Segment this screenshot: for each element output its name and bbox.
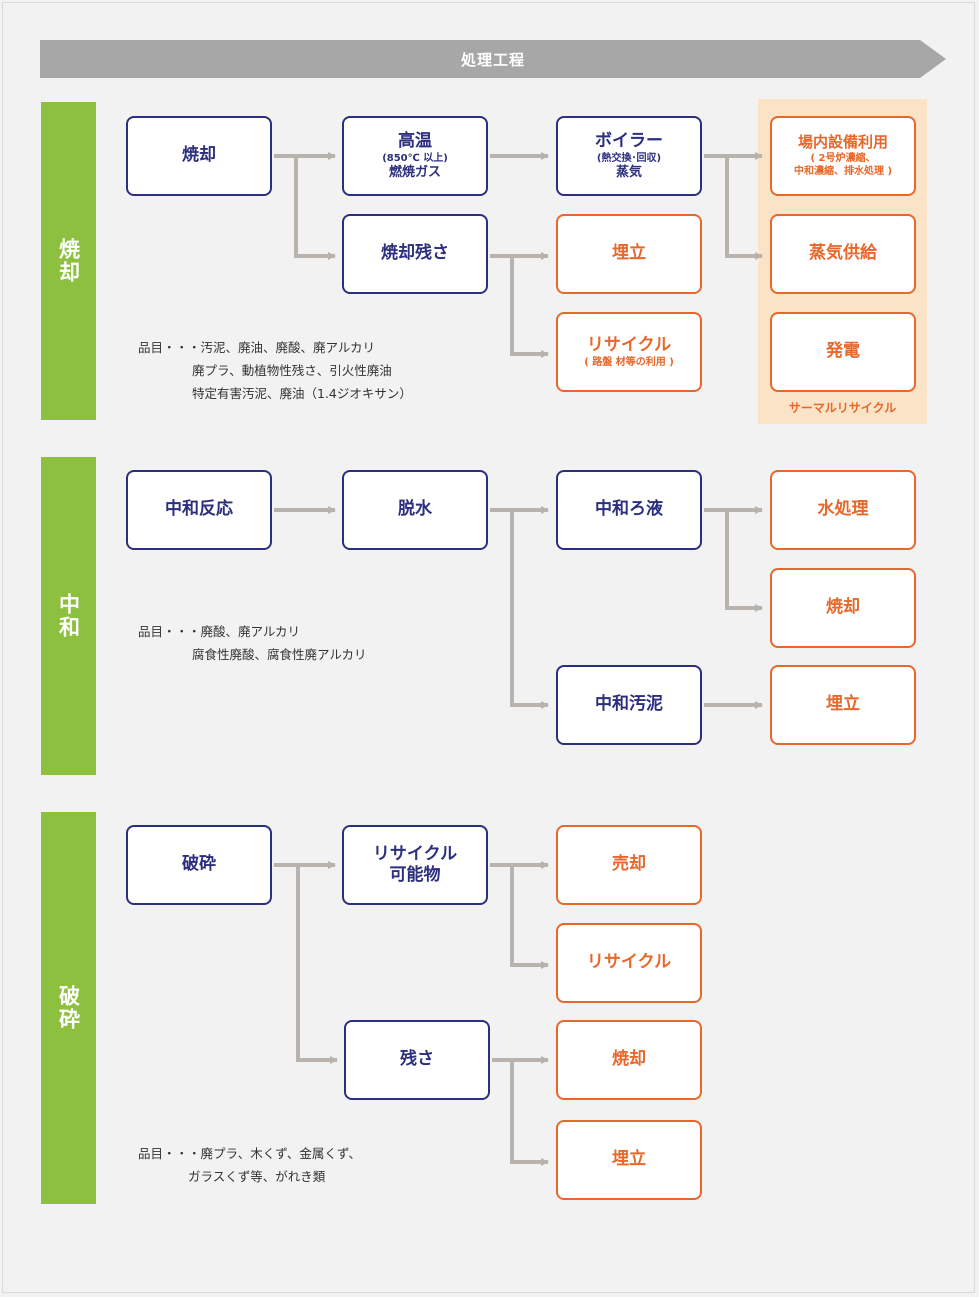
items-incineration-line-2: 廃プラ、動植物性残さ、引火性廃油: [192, 363, 392, 378]
node-neutralized-sludge-title: 中和汚泥: [595, 694, 663, 715]
node-recyclable-title2: 可能物: [389, 865, 441, 885]
node-neutralization-burn: 焼却: [770, 568, 916, 648]
node-incineration-residue: 焼却残さ: [342, 214, 488, 294]
node-hot-gas-title: 高温: [398, 130, 432, 151]
node-hot-gas: 高温 (850℃ 以上) 燃焼ガス: [342, 116, 488, 196]
node-onsite-use-sub2: 中和濃縮、排水処理 ): [793, 166, 893, 178]
band-neutralization: 中和: [41, 457, 96, 775]
items-neutralization-line-2: 腐食性廃酸、腐食性廃アルカリ: [192, 647, 367, 662]
node-sale: 売却: [556, 825, 702, 905]
node-incineration-recycle-sub: ( 路盤 材等の利用 ): [584, 356, 674, 368]
node-dewatering: 脱水: [342, 470, 488, 550]
arrow-residue-recycle: [510, 256, 549, 358]
node-recyclable-title: リサイクル: [372, 843, 458, 864]
items-incineration-line-1: 品目・・・汚泥、廃油、廃酸、廃アルカリ: [138, 340, 376, 355]
arrow-boiler-steam: [725, 156, 763, 260]
band-crushing-label: 破砕: [56, 985, 81, 1031]
node-incineration-title: 焼却: [182, 145, 216, 166]
node-water-treatment: 水処理: [770, 470, 916, 550]
items-neutralization-line-1: 品目・・・廃酸、廃アルカリ: [138, 624, 301, 639]
node-hot-gas-sub: (850℃ 以上): [382, 152, 448, 164]
band-neutralization-label: 中和: [56, 593, 81, 639]
node-crushing-title: 破砕: [182, 854, 216, 875]
node-crushing-recycle: リサイクル: [556, 923, 702, 1003]
node-neutralized-filtrate: 中和ろ液: [556, 470, 702, 550]
arrow-burn-residue: [294, 156, 336, 260]
node-incineration-landfill-title: 埋立: [612, 243, 646, 264]
node-crushing-landfill-title: 埋立: [612, 1149, 646, 1170]
node-onsite-use-sub: ( 2号炉濃縮、: [810, 152, 876, 164]
node-neutralization-landfill: 埋立: [770, 665, 916, 745]
items-incineration: 品目・・・汚泥、廃油、廃酸、廃アルカリ 廃プラ、動植物性残さ、引火性廃油 特定有…: [138, 336, 412, 405]
node-steam-supply-title: 蒸気供給: [809, 243, 877, 264]
node-neutralization-reaction-title: 中和反応: [165, 499, 233, 520]
node-power-generation-title: 発電: [826, 341, 860, 362]
node-sale-title: 売却: [612, 854, 646, 875]
node-neutralized-sludge: 中和汚泥: [556, 665, 702, 745]
process-header-title: 処理工程: [460, 50, 525, 69]
thermal-recycle-label: サーマルリサイクル: [788, 401, 897, 415]
node-incineration-residue-title: 焼却残さ: [381, 243, 449, 264]
node-incineration-landfill: 埋立: [556, 214, 702, 294]
arrow-crush-residue: [296, 865, 338, 1064]
node-crushing-recycle-title: リサイクル: [586, 952, 672, 973]
node-onsite-use-title: 場内設備利用: [797, 133, 888, 152]
items-crushing-line-2: ガラスくず等、がれき類: [188, 1169, 326, 1184]
band-incineration-label: 焼却: [56, 238, 81, 284]
node-incineration-recycle: リサイクル ( 路盤 材等の利用 ): [556, 312, 702, 392]
node-boiler-title: ボイラー: [595, 130, 663, 151]
items-crushing-line-1: 品目・・・廃プラ、木くず、金属くず、: [138, 1146, 362, 1161]
band-incineration: 焼却: [41, 102, 96, 420]
items-neutralization: 品目・・・廃酸、廃アルカリ 腐食性廃酸、腐食性廃アルカリ: [138, 620, 367, 666]
node-onsite-use: 場内設備利用 ( 2号炉濃縮、 中和濃縮、排水処理 ): [770, 116, 916, 196]
node-neutralization-landfill-title: 埋立: [826, 694, 860, 715]
node-neutralization-reaction: 中和反応: [126, 470, 272, 550]
node-water-treatment-title: 水処理: [817, 499, 869, 520]
node-crushing-residue: 残さ: [344, 1020, 490, 1100]
node-recyclable: リサイクル 可能物: [342, 825, 488, 905]
node-dewatering-title: 脱水: [398, 499, 432, 520]
arrow-filtrate-burn: [725, 510, 763, 612]
node-crushing: 破砕: [126, 825, 272, 905]
node-crushing-residue-title: 残さ: [400, 1049, 434, 1070]
node-neutralization-burn-title: 焼却: [826, 597, 860, 618]
items-crushing: 品目・・・廃プラ、木くず、金属くず、 ガラスくず等、がれき類: [138, 1142, 361, 1188]
node-crushing-burn: 焼却: [556, 1020, 702, 1100]
arrow-recyclable-recycle: [510, 865, 549, 969]
node-neutralized-filtrate-title: 中和ろ液: [595, 499, 663, 520]
process-header: 処理工程: [40, 40, 946, 78]
node-power-generation: 発電: [770, 312, 916, 392]
node-hot-gas-title2: 燃焼ガス: [388, 165, 441, 181]
node-incineration: 焼却: [126, 116, 272, 196]
node-boiler-sub: (熱交換･回収): [596, 152, 662, 164]
arrow-residue-landfill2: [510, 1060, 549, 1166]
node-incineration-recycle-title: リサイクル: [586, 334, 672, 355]
arrow-dewater-sludge: [510, 510, 549, 709]
node-crushing-landfill: 埋立: [556, 1120, 702, 1200]
band-crushing: 破砕: [41, 812, 96, 1204]
items-incineration-line-3: 特定有害汚泥、廃油（1.4ジオキサン）: [192, 386, 412, 401]
node-steam-supply: 蒸気供給: [770, 214, 916, 294]
node-boiler: ボイラー (熱交換･回収) 蒸気: [556, 116, 702, 196]
node-boiler-title2: 蒸気: [615, 165, 642, 181]
node-crushing-burn-title: 焼却: [612, 1049, 646, 1070]
